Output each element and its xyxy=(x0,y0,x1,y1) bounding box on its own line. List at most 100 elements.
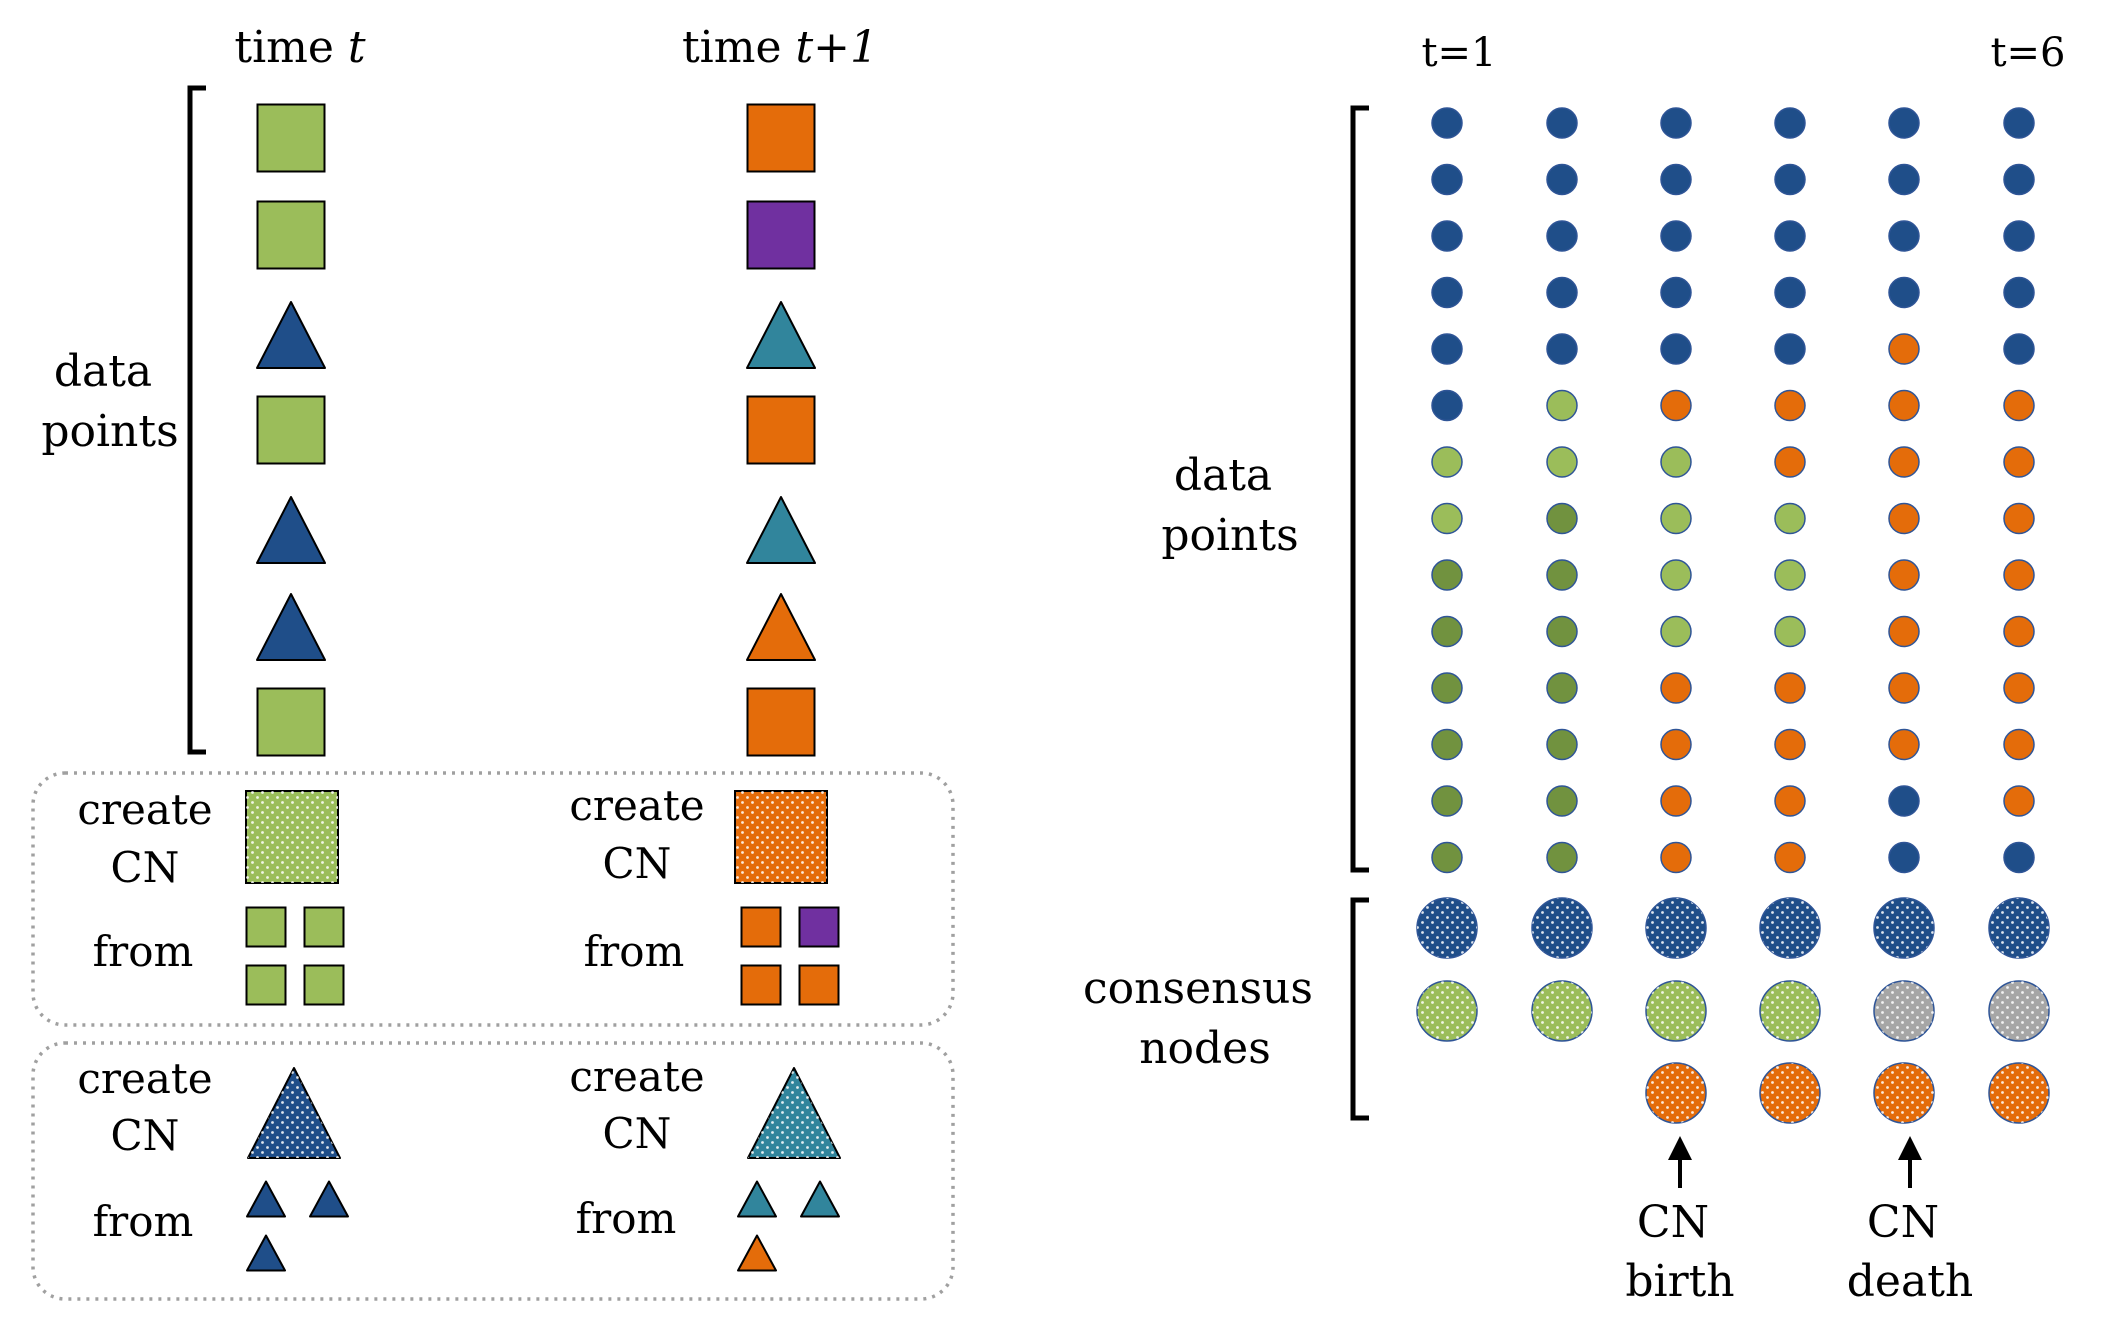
data-point-r5-c5 xyxy=(1888,333,1920,365)
data-point-r11-c2 xyxy=(1546,672,1578,704)
data-point-r10-c4 xyxy=(1774,615,1806,648)
right-t-end-label: t=6 xyxy=(1990,30,2065,76)
data-point-r11-c4 xyxy=(1774,672,1806,704)
consensus-node-r2-c1-texture xyxy=(1417,981,1477,1041)
box1-t1-from-square-4 xyxy=(798,964,840,1006)
data-point-r12-c1 xyxy=(1431,728,1463,761)
data-point-r13-c4 xyxy=(1774,785,1806,817)
data-point-r5-c3 xyxy=(1660,333,1692,365)
create-cn-shapes xyxy=(245,790,841,1272)
data-point-r1-c6 xyxy=(2003,107,2035,139)
box1-t-from-square-1 xyxy=(245,906,287,948)
data-point-r6-c3 xyxy=(1660,389,1692,422)
data-point-r11-c3 xyxy=(1660,672,1692,704)
consensus-nodes-grid xyxy=(1416,897,2050,1124)
data-point-r6-c2 xyxy=(1546,389,1578,422)
data-point-r2-c3 xyxy=(1660,163,1692,196)
box2-t1-from-triangle-1 xyxy=(737,1180,777,1218)
consensus-node-r1-c3-texture xyxy=(1646,898,1706,958)
consensus-node-r1-c6-texture xyxy=(1989,898,2049,958)
time-t-triangle-5 xyxy=(256,496,326,564)
data-point-r3-c1 xyxy=(1431,220,1463,252)
data-point-r11-c6 xyxy=(2003,672,2035,704)
data-point-r1-c3 xyxy=(1660,107,1692,139)
data-points-grid xyxy=(1431,107,2035,874)
box1-t-from: from xyxy=(93,927,194,976)
data-point-r3-c3 xyxy=(1660,220,1692,252)
data-point-r2-c5 xyxy=(1888,163,1920,196)
data-point-r7-c6 xyxy=(2003,446,2035,478)
consensus-node-r3-c5-texture xyxy=(1874,1063,1934,1123)
data-point-r11-c1 xyxy=(1431,672,1463,704)
time-t-square-7 xyxy=(256,687,326,757)
box1-t1-from: from xyxy=(584,927,685,976)
header-time-t1: time t+1 xyxy=(682,22,878,73)
time-t1-square-7 xyxy=(746,687,816,757)
consensus-node-r3-c3-texture xyxy=(1646,1063,1706,1123)
data-point-r4-c4 xyxy=(1774,276,1806,309)
box2-t1-from-triangle-2 xyxy=(800,1180,840,1218)
box2-t-create: create xyxy=(77,1054,212,1103)
data-point-r8-c5 xyxy=(1888,502,1920,535)
data-point-r13-c5 xyxy=(1888,785,1920,817)
left-data-points-label: data points xyxy=(41,346,178,457)
data-point-r13-c2 xyxy=(1546,785,1578,817)
data-point-r1-c1 xyxy=(1431,107,1463,139)
data-point-r14-c2 xyxy=(1546,841,1578,874)
data-point-r1-c4 xyxy=(1774,107,1806,139)
data-point-r9-c6 xyxy=(2003,559,2035,591)
data-point-r10-c6 xyxy=(2003,615,2035,648)
data-point-r3-c5 xyxy=(1888,220,1920,252)
data-point-r3-c4 xyxy=(1774,220,1806,252)
consensus-node-r1-c1-texture xyxy=(1417,898,1477,958)
consensus-node-r2-c5-texture xyxy=(1874,981,1934,1041)
box2-t-from-triangle-1 xyxy=(246,1180,286,1218)
data-point-r13-c3 xyxy=(1660,785,1692,817)
box2-t1-from-triangle-3 xyxy=(737,1234,777,1272)
data-point-r3-c6 xyxy=(2003,220,2035,252)
box1-t-from-square-3 xyxy=(245,964,287,1006)
box2-t-from: from xyxy=(93,1197,194,1246)
consensus-nodes-bracket xyxy=(1350,897,1369,1121)
data-point-r9-c4 xyxy=(1774,559,1806,591)
consensus-node-r2-c4-texture xyxy=(1760,981,1820,1041)
consensus-node-r2-c2-texture xyxy=(1532,981,1592,1041)
box1-t1-create: create xyxy=(569,781,704,830)
box2-t-cn-triangle-texture xyxy=(248,1068,340,1158)
box1-t1-cn-square-texture xyxy=(735,791,827,883)
data-point-r12-c2 xyxy=(1546,728,1578,761)
consensus-node-r3-c4-texture xyxy=(1760,1063,1820,1123)
create-cn-box-triangles xyxy=(31,1041,955,1301)
data-point-r8-c4 xyxy=(1774,502,1806,535)
box1-t-cn: CN xyxy=(111,843,180,892)
data-point-r2-c1 xyxy=(1431,163,1463,196)
box1-t-from-square-2 xyxy=(303,906,345,948)
box2-t-from-triangle-2 xyxy=(309,1180,349,1218)
data-point-r14-c6 xyxy=(2003,841,2035,874)
box1-t-cn-square-texture xyxy=(246,791,338,883)
data-point-r6-c1 xyxy=(1431,389,1463,422)
time-t1-triangle-6 xyxy=(746,593,816,661)
data-point-r10-c3 xyxy=(1660,615,1692,648)
data-point-r5-c2 xyxy=(1546,333,1578,365)
data-point-r7-c3 xyxy=(1660,446,1692,478)
data-point-r1-c2 xyxy=(1546,107,1578,139)
box1-t-from-square-4 xyxy=(303,964,345,1006)
consensus-node-r2-c6-texture xyxy=(1989,981,2049,1041)
box2-t1-from: from xyxy=(576,1194,677,1243)
create-cn-box-squares xyxy=(31,771,955,1027)
consensus-node-r1-c2-texture xyxy=(1532,898,1592,958)
data-point-r9-c5 xyxy=(1888,559,1920,591)
data-point-r10-c2 xyxy=(1546,615,1578,648)
consensus-node-r1-c5-texture xyxy=(1874,898,1934,958)
data-point-r7-c1 xyxy=(1431,446,1463,478)
data-point-r4-c5 xyxy=(1888,276,1920,309)
data-point-r5-c4 xyxy=(1774,333,1806,365)
right-t-start-label: t=1 xyxy=(1421,30,1496,76)
data-point-r7-c5 xyxy=(1888,446,1920,478)
data-point-r8-c3 xyxy=(1660,502,1692,535)
box1-t1-from-square-3 xyxy=(740,964,782,1006)
data-point-r5-c6 xyxy=(2003,333,2035,365)
box2-t1-cn-triangle-texture xyxy=(748,1068,840,1158)
